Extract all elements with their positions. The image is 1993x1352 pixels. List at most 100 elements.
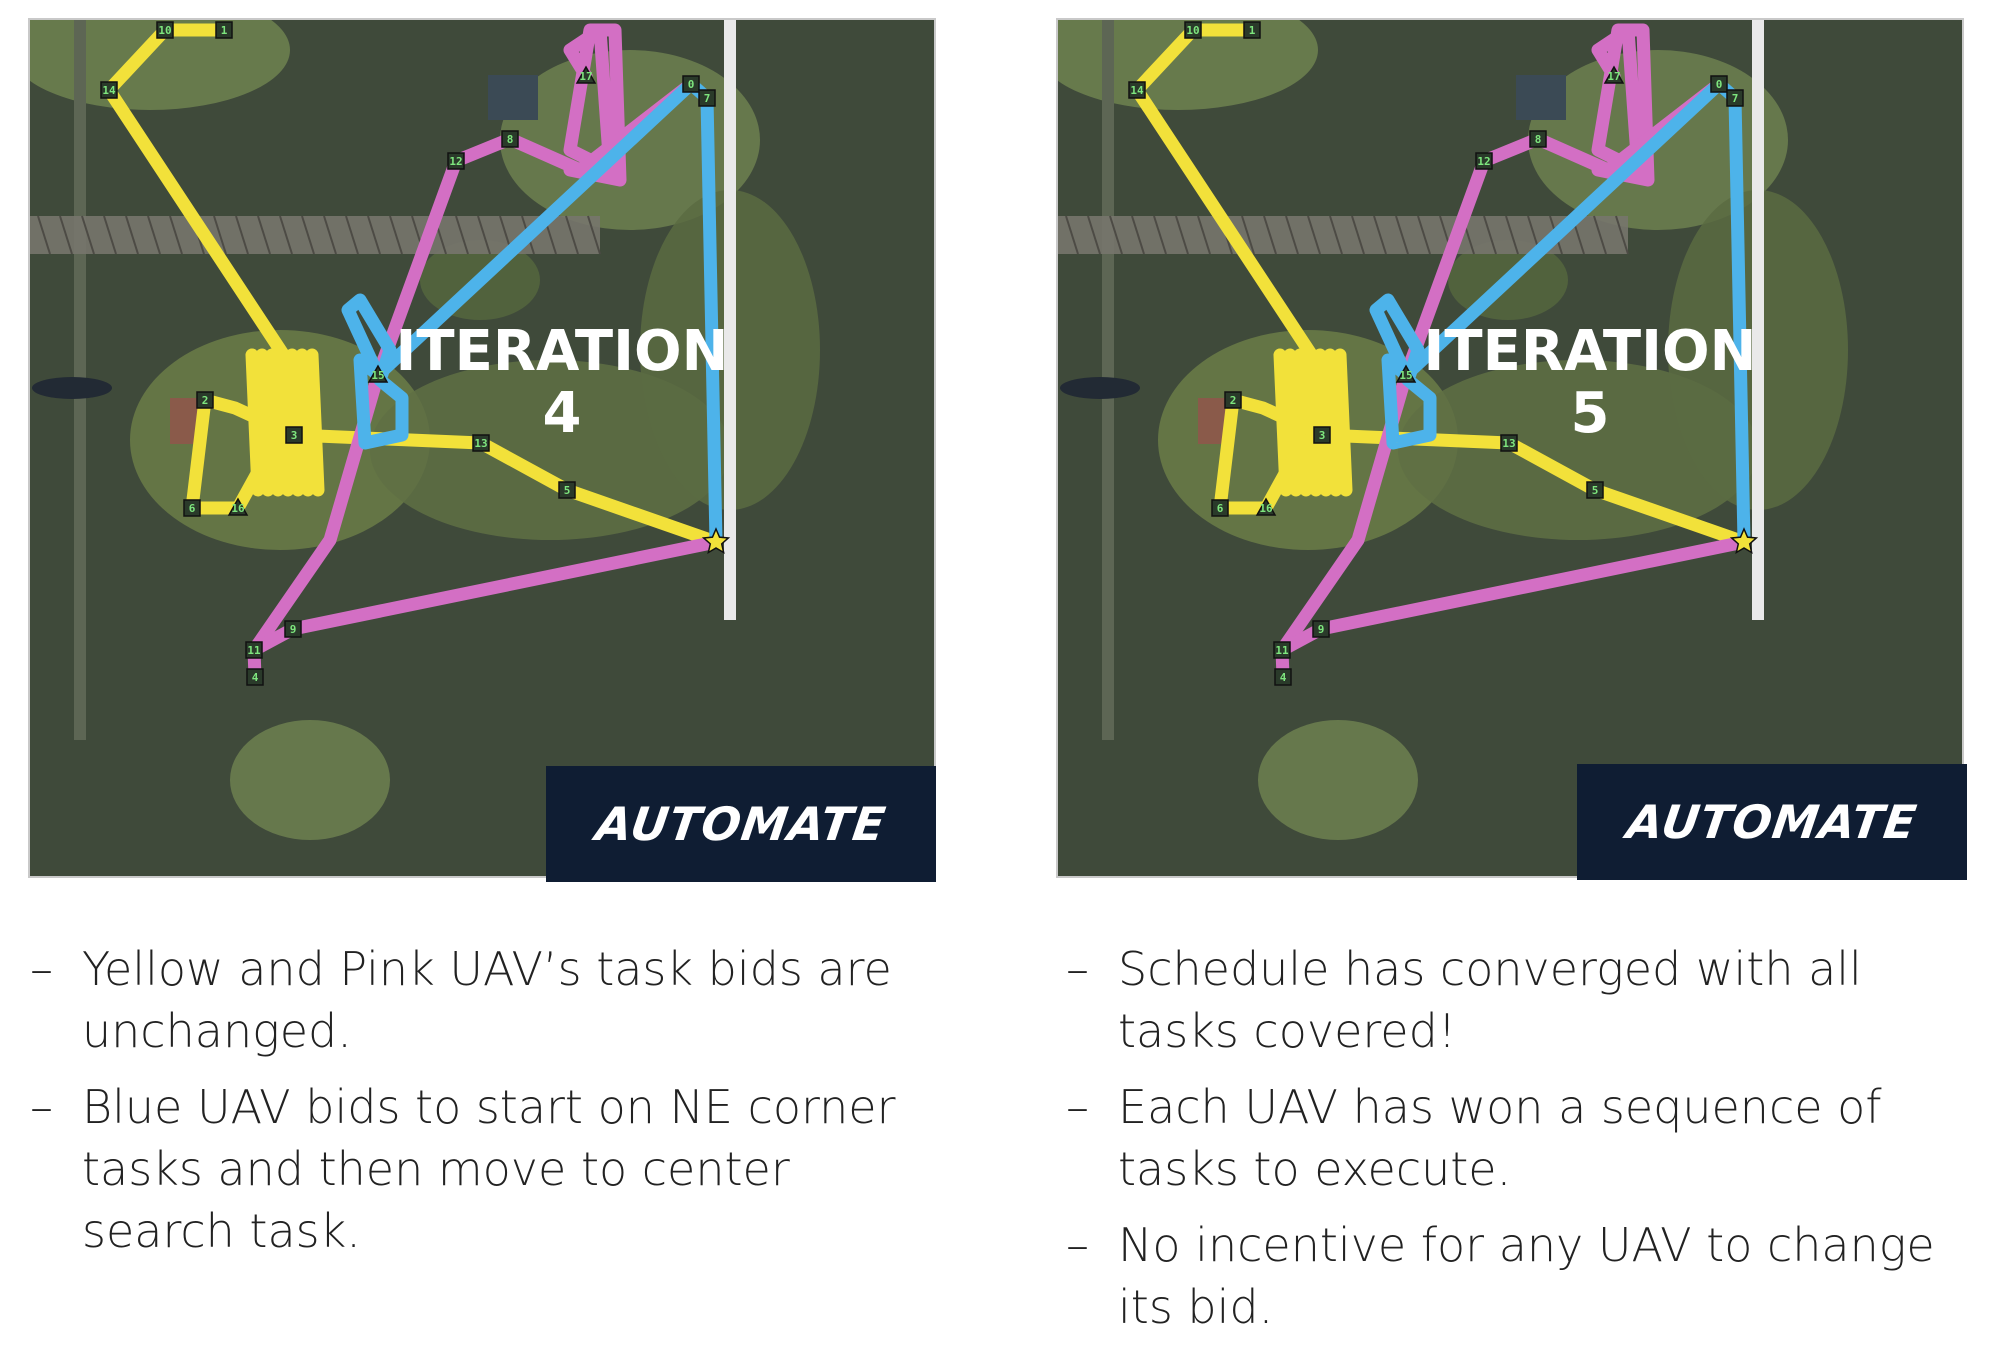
waypoint-marker: 14 [100,81,118,99]
waypoint-square-icon [1586,481,1604,499]
waypoint-marker: 12 [1475,152,1493,170]
bridge-truss [1087,215,1101,255]
building [488,75,538,120]
bullet-text: No incentive for any UAV to change its b… [1118,1218,1935,1334]
waypoint-square-icon [447,152,465,170]
waypoint-square-icon [1726,89,1744,107]
waypoint-marker: 16 [227,497,249,516]
bridge-truss [279,215,293,255]
waypoint-square-icon [1224,391,1242,409]
star-depot-icon [701,527,731,555]
cabin [1198,398,1226,444]
bullet-text: Yellow and Pink UAV’s task bids are unch… [82,942,892,1058]
waypoint-label: 8 [1535,133,1542,146]
bridge-truss [235,215,249,255]
terrain-patch [370,360,730,540]
waypoint-label: 12 [449,155,462,168]
bridge-truss [1131,215,1145,255]
iteration-title: ITERATION [396,319,729,384]
waypoint-label: 12 [1477,155,1490,168]
waypoint-square-icon [215,21,233,39]
bridge-truss [257,215,271,255]
bullet-dash: – [30,942,53,996]
waypoint-label: 13 [1502,437,1515,450]
waypoint-label: 1 [1249,24,1256,37]
waypoint-marker: 8 [501,130,519,148]
bridge-truss [125,215,139,255]
waypoint-label: 0 [688,78,695,91]
margin-strip [724,20,736,620]
waypoint-label: 0 [1716,78,1723,91]
waypoint-marker: 16 [1255,497,1277,516]
bullet-text: Each UAV has won a sequence of tasks to … [1118,1080,1882,1196]
waypoint-label: 2 [1230,394,1237,407]
bridge-truss [323,215,337,255]
bridge-truss [345,215,359,255]
waypoint-marker: 15 [367,364,389,383]
blue-search-pattern [341,293,409,450]
waypoint-marker: 8 [1529,130,1547,148]
waypoint-marker: 1 [215,21,233,39]
waypoint-square-icon [682,75,700,93]
margin-strip [1752,20,1764,620]
bullet-item: –Blue UAV bids to start on NE corner tas… [30,1076,950,1262]
waypoint-marker: 0 [1710,75,1728,93]
bridge-truss [1307,215,1321,255]
waypoint-label: 9 [290,623,297,636]
cabin [170,398,198,444]
waypoint-square-icon [1211,499,1229,517]
waypoint-marker: 11 [1273,641,1291,659]
waypoint-marker: 15 [1395,364,1417,383]
waypoint-label: 11 [1275,644,1289,657]
bullet-dash: – [1066,1218,1089,1272]
triangle-marker-icon [367,364,389,383]
triangle-marker-icon [1255,497,1277,516]
waypoint-marker: 5 [1586,481,1604,499]
bridge-truss [389,215,403,255]
waypoint-label: 7 [1732,92,1739,105]
bridge-truss [1615,215,1629,255]
blue-search-pattern [1369,293,1437,450]
waypoint-square-icon [1710,75,1728,93]
triangle-marker-icon [1395,364,1417,383]
waypoint-label: 3 [291,429,298,442]
bridge-truss [301,215,315,255]
yellow-loop-route [1213,393,1329,515]
waypoint-marker: 1 [1243,21,1261,39]
bullet-item: –Schedule has converged with all tasks c… [1066,938,1966,1062]
waypoint-marker: 10 [1184,21,1202,39]
automate-logo: AUTOMATE [1577,764,1967,880]
waypoint-square-icon [472,434,490,452]
waypoint-square-icon [1273,641,1291,659]
waypoint-square-icon [246,668,264,686]
waypoint-marker: 3 [1313,426,1331,444]
bridge-truss [455,215,469,255]
bridge-truss [1417,215,1431,255]
bullet-item: –Yellow and Pink UAV’s task bids are unc… [30,938,950,1062]
yellow-loop-route [185,393,301,515]
waypoint-label: 2 [202,394,209,407]
waypoint-marker: 0 [682,75,700,93]
waypoint-square-icon [156,21,174,39]
automate-logo-text: AUTOMATE [1623,795,1921,849]
bridge-truss [1241,215,1255,255]
bullet-dash: – [30,1080,53,1134]
waypoint-square-icon [1312,620,1330,638]
automate-logo-text: AUTOMATE [592,797,890,851]
waypoint-label: 5 [1592,484,1599,497]
waypoint-square-icon [284,620,302,638]
pink-uav-route [1275,77,1726,684]
waypoint-label: 1 [221,24,228,37]
yellow-search-pattern [1273,348,1353,497]
waypoint-label: 10 [158,24,171,37]
bridge-truss [81,215,95,255]
bridge-truss [1263,215,1277,255]
iteration-title: ITERATION [1424,319,1757,384]
waypoint-marker: 6 [1211,499,1229,517]
triangle-marker-icon [1603,65,1625,84]
bridge-truss [147,215,161,255]
waypoint-square-icon [1475,152,1493,170]
pink-search-pattern [1591,23,1655,187]
